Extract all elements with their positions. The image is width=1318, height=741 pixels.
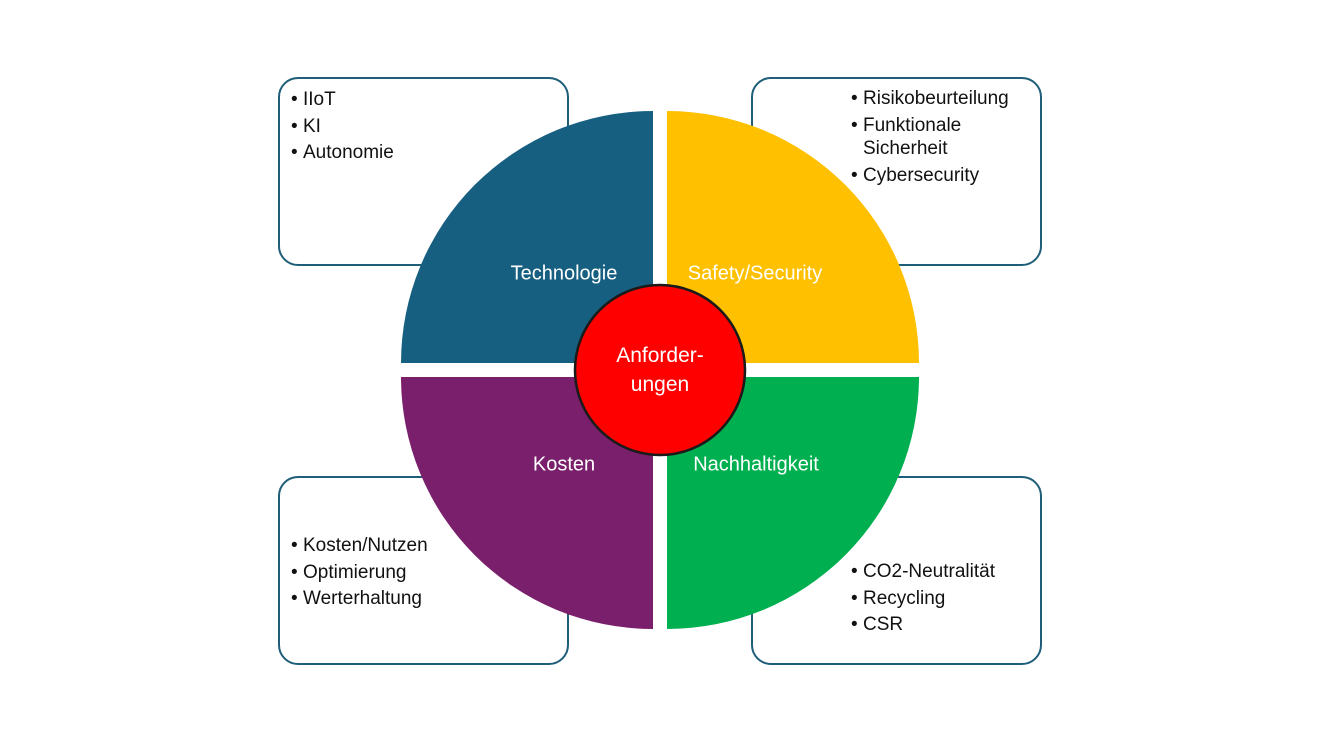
quadrant-kosten <box>401 377 653 629</box>
technologie-label: Technologie <box>510 262 618 285</box>
list-item: Kosten/Nutzen <box>291 533 551 560</box>
list-item: KI <box>291 114 551 141</box>
list-item: Cybersecurity <box>851 164 1031 187</box>
list-item: CSR <box>851 612 1031 639</box>
quadrant-technologie <box>401 111 653 363</box>
center-circle <box>573 283 747 457</box>
safety-list: Risikobeurteilung Funktionale Sicherheit… <box>851 87 1031 191</box>
quadrant-safety-security <box>667 111 919 363</box>
center-label-line1: Anforder- <box>616 344 704 367</box>
center-label: Anforder- ungen <box>600 341 720 399</box>
list-item: Funktionale Sicherheit <box>851 114 1031 160</box>
quadrant-nachhaltigkeit <box>667 377 919 629</box>
sustainability-list: CO2-Neutralität Recycling CSR <box>851 559 1031 639</box>
list-item: Optimierung <box>291 560 551 587</box>
list-item: IIoT <box>291 87 551 114</box>
list-item: Risikobeurteilung <box>851 87 1031 110</box>
list-item: CO2-Neutralität <box>851 559 1031 586</box>
kosten-label: Kosten <box>532 453 596 476</box>
list-item: Werterhaltung <box>291 586 551 613</box>
list-item: Autonomie <box>291 140 551 167</box>
nachhaltigkeit-label: Nachhaltigkeit <box>693 453 819 476</box>
technology-list: IIoT KI Autonomie <box>291 87 551 167</box>
center-label-line2: ungen <box>630 373 690 396</box>
safety-security-label: Safety/Security <box>687 262 823 285</box>
cost-list: Kosten/Nutzen Optimierung Werterhaltung <box>291 533 551 613</box>
list-item: Recycling <box>851 586 1031 613</box>
